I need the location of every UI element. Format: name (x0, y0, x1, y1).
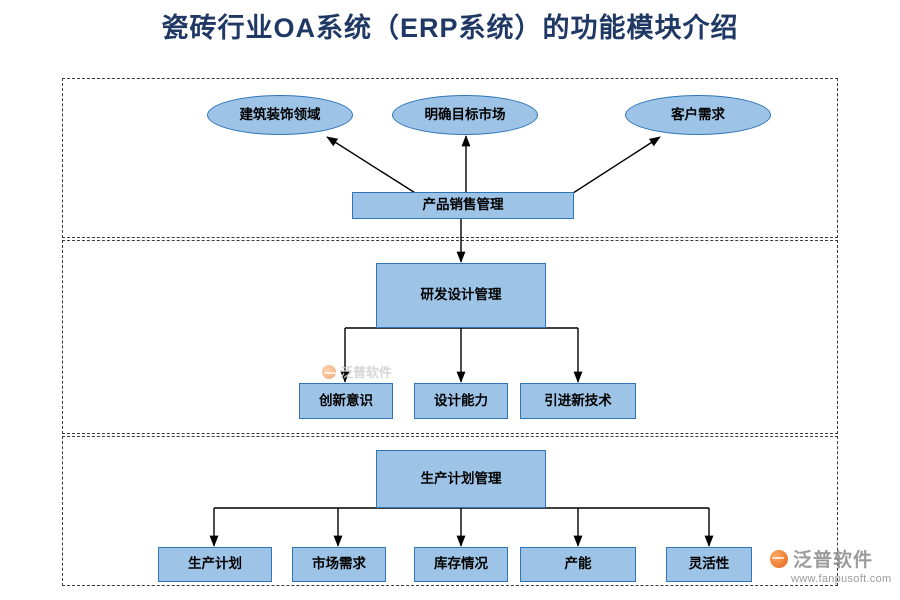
node-label: 产能 (564, 556, 592, 572)
node-label: 创新意识 (319, 392, 373, 408)
node-product-sales-management[interactable]: 产品销售管理 (352, 192, 574, 219)
group-rd (62, 240, 838, 434)
node-label: 市场需求 (312, 556, 366, 572)
node-label: 引进新技术 (544, 392, 612, 408)
node-design-capability[interactable]: 设计能力 (414, 383, 508, 419)
node-label: 研发设计管理 (420, 287, 502, 303)
node-label: 灵活性 (688, 556, 730, 572)
node-target-market[interactable]: 明确目标市场 (392, 95, 538, 135)
node-construction-decoration[interactable]: 建筑装饰领域 (207, 95, 353, 135)
node-label: 产品销售管理 (422, 197, 504, 213)
node-label: 客户需求 (671, 106, 725, 122)
node-rd-design-management[interactable]: 研发设计管理 (376, 263, 546, 328)
page-title: 瓷砖行业OA系统（ERP系统）的功能模块介绍 (161, 13, 739, 43)
node-inventory-status[interactable]: 库存情况 (414, 547, 508, 582)
node-market-demand[interactable]: 市场需求 (292, 547, 386, 582)
node-label: 生产计划 (188, 556, 242, 572)
node-label: 设计能力 (434, 392, 488, 408)
node-innovation-awareness[interactable]: 创新意识 (299, 383, 393, 419)
group-sales (62, 78, 838, 238)
group-production (62, 436, 838, 586)
node-production-plan[interactable]: 生产计划 (158, 547, 272, 582)
node-label: 库存情况 (434, 556, 488, 572)
node-introduce-new-technology[interactable]: 引进新技术 (520, 383, 636, 419)
node-production-plan-management[interactable]: 生产计划管理 (376, 450, 546, 508)
node-label: 建筑装饰领域 (239, 106, 321, 122)
node-flexibility[interactable]: 灵活性 (666, 547, 752, 582)
node-capacity[interactable]: 产能 (520, 547, 636, 582)
node-customer-demand[interactable]: 客户需求 (625, 95, 771, 135)
node-label: 生产计划管理 (420, 470, 502, 486)
node-label: 明确目标市场 (424, 106, 506, 122)
